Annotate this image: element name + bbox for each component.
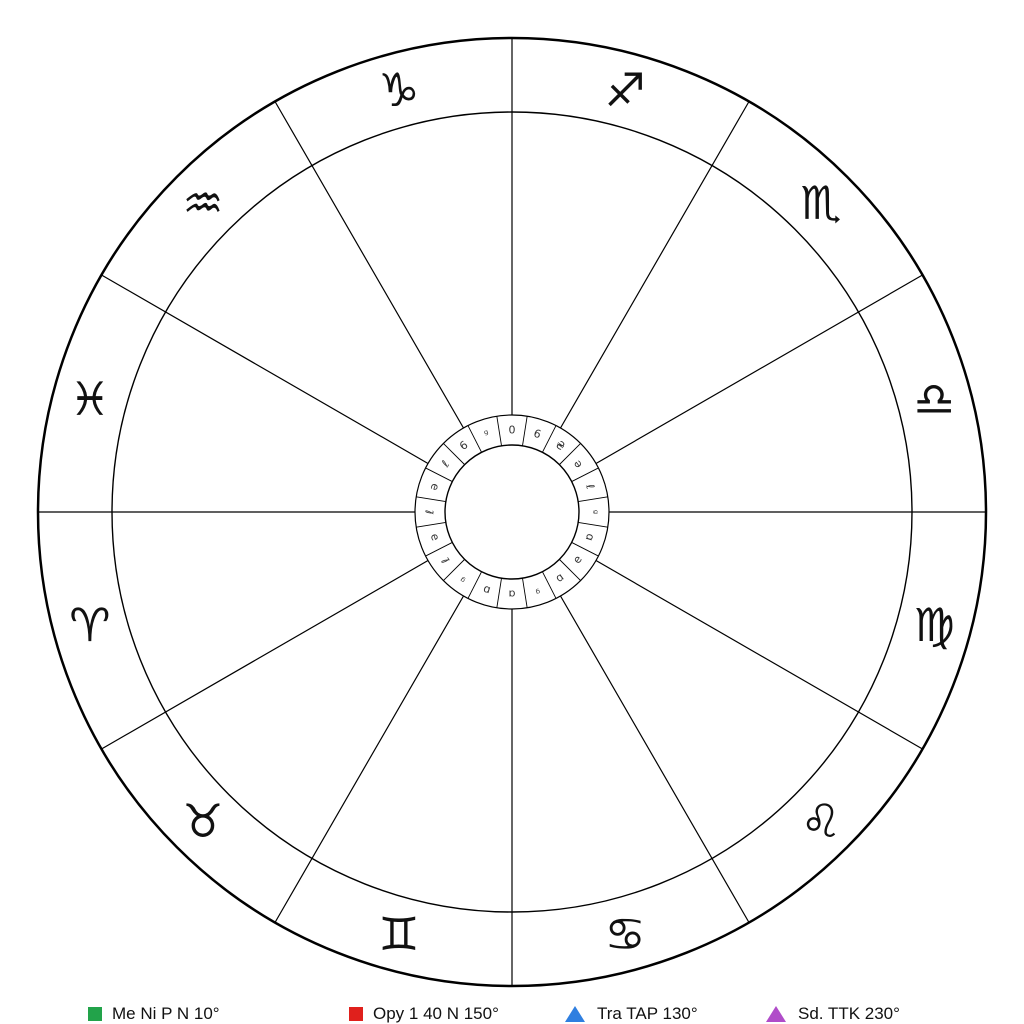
pisces-sign-icon: ♓: [69, 372, 110, 426]
inner-ring-tick: [559, 559, 581, 581]
inner-ring-mark: ᵍ: [458, 572, 469, 585]
legend-item: Opy 1 40 N 150°: [349, 1004, 499, 1024]
inner-ring-mark: ℓ: [424, 510, 437, 516]
virgo-sign-icon: ♍: [913, 598, 954, 652]
legend-label: Sd. TTK 230°: [798, 1004, 900, 1023]
zodiac-signs: ♑ ♐ ♏ ♎ ♍ ♌ ♋ ♊ ♉ ♈ ♓ ♒: [69, 63, 954, 961]
house-division-lines: [38, 38, 986, 986]
inner-ring-tick: [425, 542, 453, 557]
scorpio-sign-icon: ♏: [800, 176, 841, 230]
inner-ring-tick: [542, 571, 557, 599]
division-line: [595, 559, 923, 750]
inner-ring-mark: 6: [532, 427, 543, 442]
capricorn-sign-icon: ♑: [378, 63, 419, 117]
inner-ring-mark: ɒ: [481, 583, 492, 598]
inner-ring-mark: ɑ: [583, 532, 598, 543]
aquarius-sign-icon: ♒: [182, 176, 223, 230]
inner-ring-mark: ᵍ: [483, 427, 491, 441]
inner-ring-tick: [416, 496, 446, 502]
inner-ring-tick: [425, 467, 453, 482]
inner-ring-tick: [467, 425, 482, 453]
inner-ring-mark: ɑ: [509, 588, 516, 601]
inner-ring-tick: [578, 496, 608, 502]
legend-item: Me Ni P N 10°: [88, 1004, 220, 1024]
division-line: [101, 559, 429, 750]
inner-ring-tick: [522, 578, 528, 608]
legend-triangle-blue: [565, 1006, 585, 1022]
aries-sign-icon: ♈: [69, 598, 110, 652]
legend-triangle-purple: [766, 1006, 786, 1022]
inner-ring-ticks: [416, 416, 608, 608]
leo-sign-icon: ♌: [800, 794, 841, 848]
inner-ring-tick: [542, 425, 557, 453]
legend-label: Tra TAP 130°: [597, 1004, 698, 1023]
division-line: [274, 595, 465, 923]
inner-ring-tick: [571, 467, 599, 482]
division-line: [274, 101, 465, 429]
inner-ring-tick: [443, 559, 465, 581]
inner-ring-mark: ə: [427, 481, 442, 492]
legend-label: Me Ni P N 10°: [112, 1004, 220, 1023]
inner-ring-tick: [443, 443, 465, 465]
legend-swatch-red: [349, 1007, 363, 1021]
legend: Me Ni P N 10° Opy 1 40 N 150° Tra TAP 13…: [0, 1004, 1024, 1024]
inner-ring-mark: ᵍ: [533, 583, 541, 597]
division-line: [101, 274, 429, 465]
legend-item: Sd. TTK 230°: [766, 1004, 900, 1024]
inner-ring-mark: ə: [427, 532, 442, 543]
division-line: [559, 595, 750, 923]
inner-ring-tick: [416, 522, 446, 528]
inner-ring-mark: 0: [509, 424, 516, 437]
outer-ring: [36, 36, 988, 988]
legend-swatch-green: [88, 1007, 102, 1021]
inner-degree-ring-inner: [444, 444, 580, 580]
inner-ring-tick: [522, 416, 528, 446]
division-line: [559, 101, 750, 429]
inner-ring-mark: ᵍ: [588, 510, 601, 514]
gemini-sign-icon: ♊: [378, 907, 419, 961]
legend-label: Opy 1 40 N 150°: [373, 1004, 499, 1023]
inner-ring-tick: [571, 542, 599, 557]
legend-item: Tra TAP 130°: [565, 1004, 698, 1024]
inner-ring-mark: ℓ: [583, 482, 597, 491]
cancer-sign-icon: ♋: [604, 907, 645, 961]
sagittarius-sign-icon: ♐: [604, 63, 645, 117]
inner-ring-tick: [559, 443, 581, 465]
inner-ring-tick: [467, 571, 482, 599]
taurus-sign-icon: ♉: [182, 794, 223, 848]
division-line: [595, 274, 923, 465]
inner-ring-tick: [496, 416, 502, 446]
libra-sign-icon: ♎: [913, 372, 954, 426]
sign-ring-inner-boundary: [111, 111, 913, 913]
inner-ring-tick: [578, 522, 608, 528]
inner-ring-tick: [496, 578, 502, 608]
